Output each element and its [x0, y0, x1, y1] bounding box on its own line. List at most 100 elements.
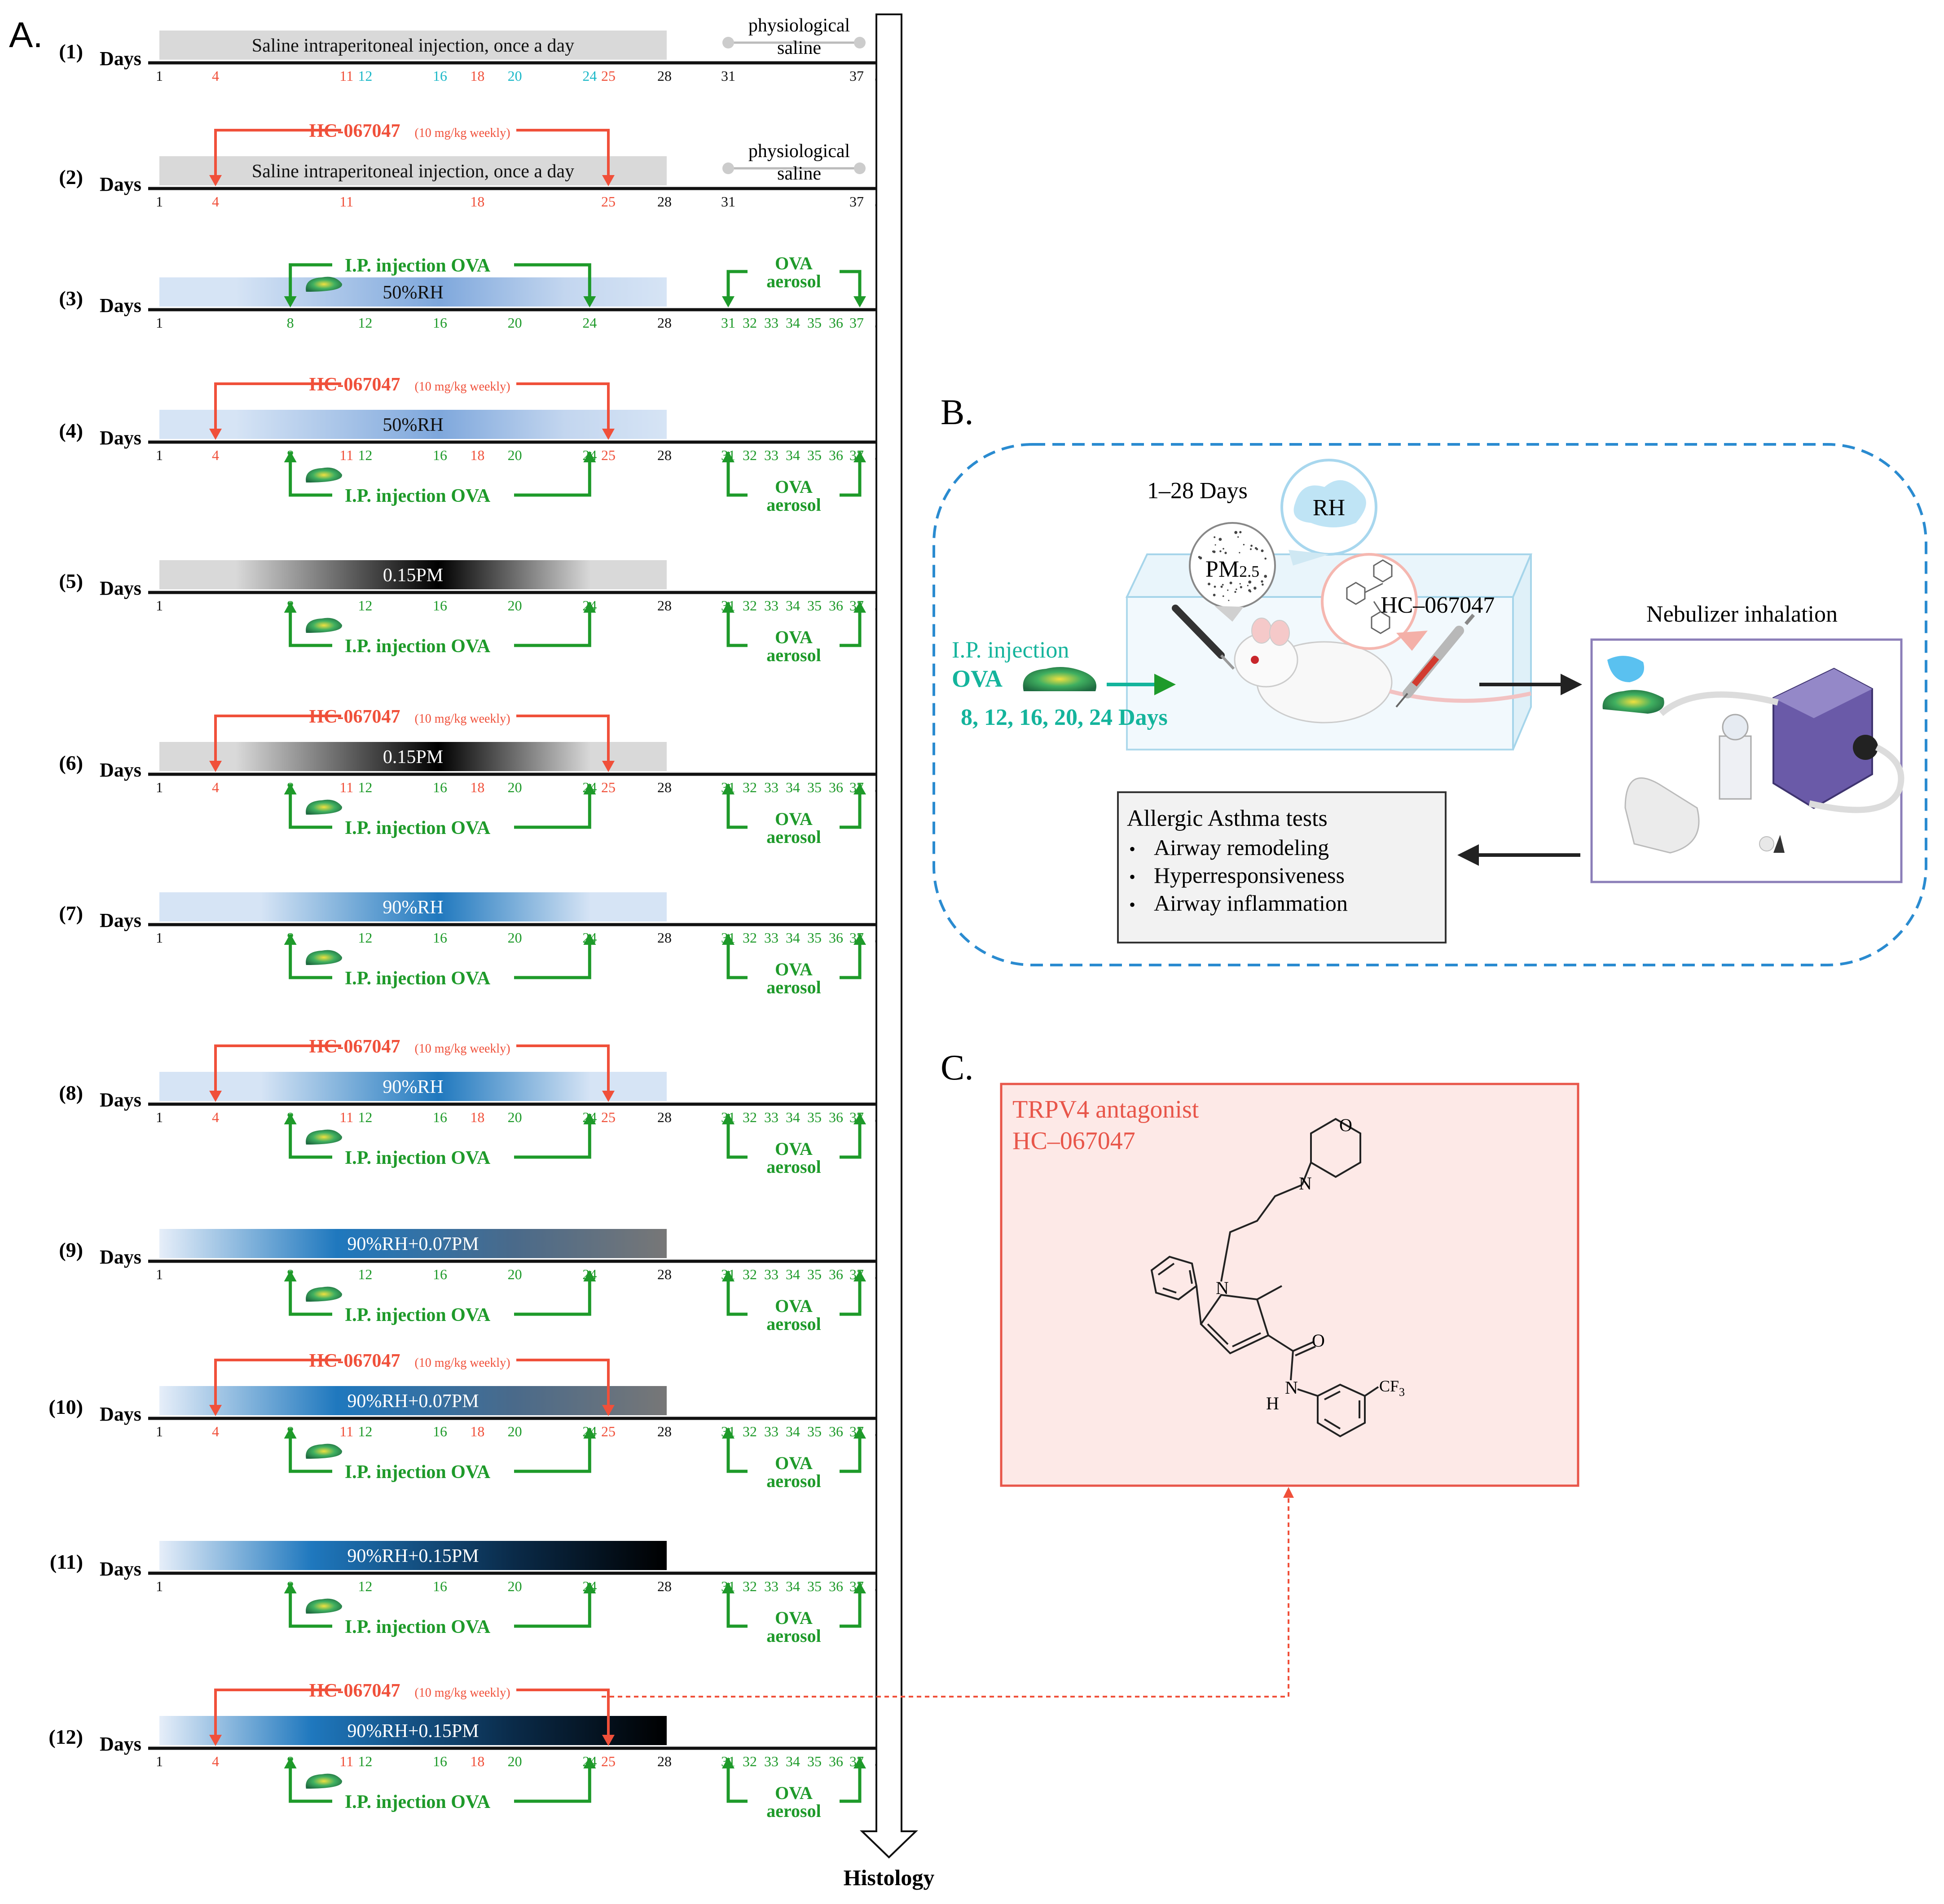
exposure-bar — [159, 156, 667, 185]
ova-ip-label: I.P. injection OVA — [345, 818, 491, 838]
day-tick: 16 — [433, 1753, 447, 1769]
ova-aerosol-arrowhead-end — [853, 783, 866, 794]
syringe-icon — [1395, 614, 1475, 708]
pm-particle — [1264, 575, 1267, 578]
row-id: (6) — [59, 751, 83, 774]
ova-ip-bracket-right — [514, 934, 591, 979]
day-tick: 25 — [601, 779, 616, 795]
ova-aerosol-label-line2: aerosol — [766, 1314, 821, 1334]
nebulizer-title: Nebulizer inhalation — [1646, 601, 1838, 627]
ova-aerosol-arrowhead-start — [722, 1113, 734, 1124]
timeline-row: (11)Days90%RH+0.15PM18121620242831323334… — [50, 1541, 902, 1646]
ova-ip-label: I.P. injection OVA — [345, 1792, 491, 1812]
ova-aerosol-arrowhead-end — [853, 1757, 866, 1768]
ova-blob-icon — [306, 1773, 342, 1789]
exposure-bar-label: 90%RH+0.07PM — [347, 1391, 479, 1412]
ova-aerosol-label-line1: OVA — [775, 627, 813, 647]
panel-label-b: B. — [941, 393, 973, 432]
row-id: (3) — [59, 287, 83, 310]
exposure-bar-label: 90%RH+0.15PM — [347, 1721, 479, 1742]
atom-cf3: CF3 — [1379, 1377, 1405, 1399]
ova-aerosol-label-line2: aerosol — [766, 1471, 821, 1491]
day-tick: 16 — [433, 315, 447, 331]
day-tick: 36 — [829, 930, 843, 946]
days-label: Days — [100, 173, 141, 195]
hc-067047-structure — [1150, 1118, 1379, 1438]
test-bullet: • — [1129, 867, 1135, 887]
day-tick: 20 — [508, 779, 522, 795]
day-tick: 25 — [601, 68, 616, 84]
row-id: (5) — [59, 570, 83, 592]
exposure-bar — [159, 742, 667, 771]
days-label: Days — [100, 294, 141, 316]
day-tick: 4 — [212, 447, 219, 463]
pm-particle — [1228, 600, 1230, 601]
day-tick: 35 — [807, 930, 822, 946]
day-tick: 12 — [358, 1753, 372, 1769]
ova-aerosol-arrowhead-start — [722, 1757, 734, 1768]
ova-blob-icon — [306, 618, 342, 633]
row-id: (1) — [59, 40, 83, 63]
day-tick: 33 — [764, 779, 778, 795]
day-tick: 12 — [358, 597, 372, 614]
ova-aerosol-bracket-right — [840, 784, 862, 829]
ova-aerosol-arrowhead-end — [853, 934, 866, 945]
day-tick: 20 — [508, 68, 522, 84]
ova-aerosol-bracket-right — [840, 1114, 862, 1159]
pm-particle — [1250, 544, 1253, 547]
day-tick: 12 — [358, 1109, 372, 1125]
ova-ip-arrowhead-end — [583, 1113, 596, 1124]
pm-particle — [1237, 536, 1239, 538]
ova-aerosol-bracket-right — [840, 1758, 862, 1803]
ova-ip-bracket-left — [289, 1114, 332, 1159]
pm-particle — [1248, 580, 1252, 584]
day-tick: 16 — [433, 930, 447, 946]
row-id: (7) — [59, 902, 83, 925]
row-id: (4) — [59, 419, 83, 442]
pm-particle — [1234, 591, 1236, 593]
exposure-bar-label: 50%RH — [383, 415, 443, 435]
exposure-bar — [159, 1229, 667, 1258]
hc-bracket-right — [516, 129, 610, 180]
timeline-row: (6)Days0.15PM148111216182024252831323334… — [59, 706, 902, 847]
ova-ip-label: I.P. injection OVA — [345, 1148, 491, 1168]
ova-aerosol-label-line1: OVA — [775, 809, 813, 829]
ova-ip-bracket-right — [514, 452, 591, 497]
days-label: Days — [100, 909, 141, 931]
hc-drug-label: HC-067047 — [309, 1351, 400, 1371]
ova-ip-bracket-right — [514, 1583, 591, 1628]
ova-ip-bracket-left — [289, 1583, 332, 1628]
days-label: Days — [100, 48, 141, 70]
days-label: Days — [100, 1089, 141, 1111]
ova-aerosol-bracket-left — [726, 602, 748, 647]
day-tick: 25 — [601, 193, 616, 210]
ova-aerosol-bracket-right — [840, 270, 862, 300]
saline-label-line1: physiological — [748, 141, 850, 162]
pm25-bubble: PM2.5 — [1189, 522, 1276, 622]
exposure-bar-label: 90%RH+0.15PM — [347, 1546, 479, 1566]
day-tick: 36 — [829, 597, 843, 614]
rh-label: RH — [1313, 495, 1345, 521]
test-bullet: • — [1129, 895, 1135, 915]
day-tick: 32 — [743, 930, 757, 946]
ova-ip-arrowhead-end — [583, 296, 596, 307]
day-tick: 20 — [508, 597, 522, 614]
ova-ip-arrowhead-start — [284, 296, 297, 307]
ova-ip-bracket-left — [289, 1428, 332, 1473]
day-tick: 36 — [829, 1109, 843, 1125]
day-tick: 34 — [786, 597, 800, 614]
day-tick: 36 — [829, 1266, 843, 1282]
ova-ip-label: I.P. injection OVA — [345, 255, 491, 276]
timeline-row: (10)Days90%RH+0.07PM14811121618202425283… — [48, 1351, 902, 1491]
ova-aerosol-label-line2: aerosol — [766, 827, 821, 847]
exposure-bar — [159, 1716, 667, 1745]
row-id: (10) — [48, 1395, 83, 1418]
ova-ip-arrowhead-end — [583, 601, 596, 613]
day-tick: 20 — [508, 930, 522, 946]
day-tick: 32 — [743, 1266, 757, 1282]
ova-aerosol-bracket-left — [726, 452, 748, 497]
pm-particle — [1222, 583, 1224, 586]
hc-arrowhead-end — [602, 761, 615, 772]
day-tick: 35 — [807, 597, 822, 614]
ova-blob-icon — [306, 1443, 342, 1459]
